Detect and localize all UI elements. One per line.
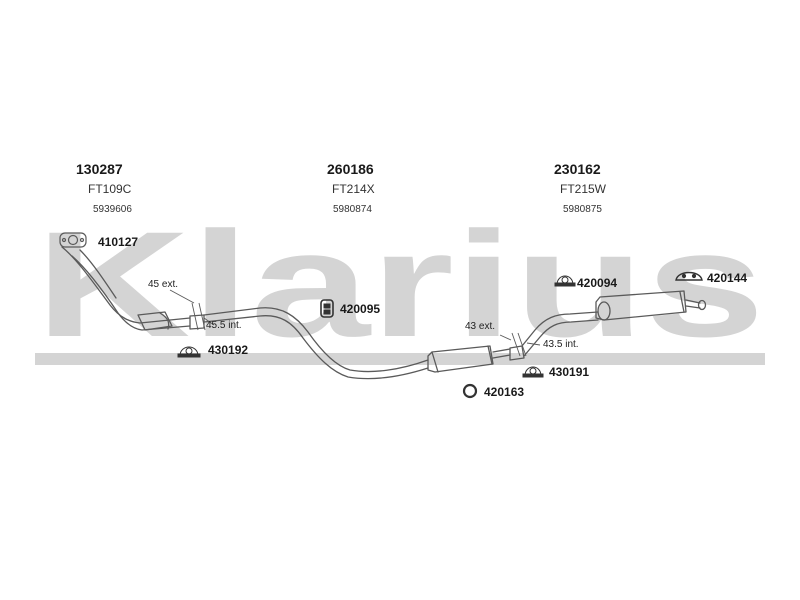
section-name-middle: FT214X [332,182,375,196]
watermark-bar [35,353,765,365]
section-name-rear: FT215W [560,182,607,196]
rubber-mount-icon [554,275,576,287]
flange-gasket-drawing [59,232,87,248]
section-code-front: 130287 [76,161,123,177]
section-code-middle: 260186 [327,161,374,177]
dimension-front-ext: 45 ext. [148,279,179,290]
section-ref-front: 5939606 [93,204,132,215]
dimension-rear-int: 43.5 int. [543,339,579,350]
rubber-hanger-icon [320,299,334,318]
ring-mount-icon [462,383,478,399]
rear-pipe [521,290,707,357]
dimension-rear-ext: 43 ext. [465,321,496,332]
part-number-420095: 420095 [340,302,381,316]
dimension-marks [169,289,541,357]
part-number-420163: 420163 [484,385,525,399]
section-name-front: FT109C [88,182,132,196]
part-number-430191: 430191 [549,365,590,379]
section-code-rear: 230162 [554,161,601,177]
part-number-410127: 410127 [98,235,139,249]
part-number-420094: 420094 [577,276,618,290]
rubber-strap-icon [675,271,703,281]
front-pipe [61,246,205,331]
mount-icons [177,271,703,399]
part-number-430192: 430192 [208,343,249,357]
part-number-420144: 420144 [707,271,748,285]
rubber-mount-icon [177,346,201,358]
rubber-mount-icon [522,366,544,378]
section-ref-rear: 5980875 [563,204,602,215]
section-ref-middle: 5980874 [333,204,372,215]
dimension-front-int: 45.5 int. [206,320,242,331]
watermark-logo: Klarius [35,200,765,368]
middle-pipe [203,307,525,380]
